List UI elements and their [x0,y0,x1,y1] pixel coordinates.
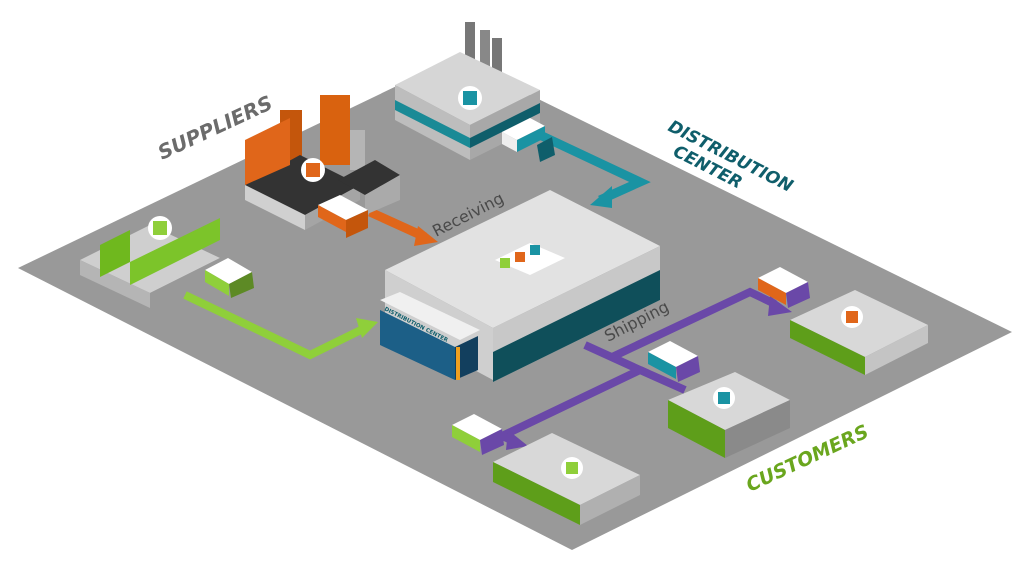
customer-building-bottom [493,433,640,525]
teal-flow-arrow [538,130,651,208]
customer-building-right [790,290,928,375]
purple-trucks [452,267,810,455]
orange-truck [318,195,368,238]
orange-flow-arrow [368,207,438,246]
customer-building-middle [668,372,790,458]
glass-facade [380,310,455,380]
teal-truck [502,118,555,162]
green-flow-arrow [183,291,378,360]
orange-supplier-factory [245,95,400,230]
green-truck [205,258,254,298]
green-supplier-factory [80,216,220,308]
distribution-center-building: DISTRIBUTION CENTER [380,190,660,382]
teal-supplier-factory [395,22,540,160]
